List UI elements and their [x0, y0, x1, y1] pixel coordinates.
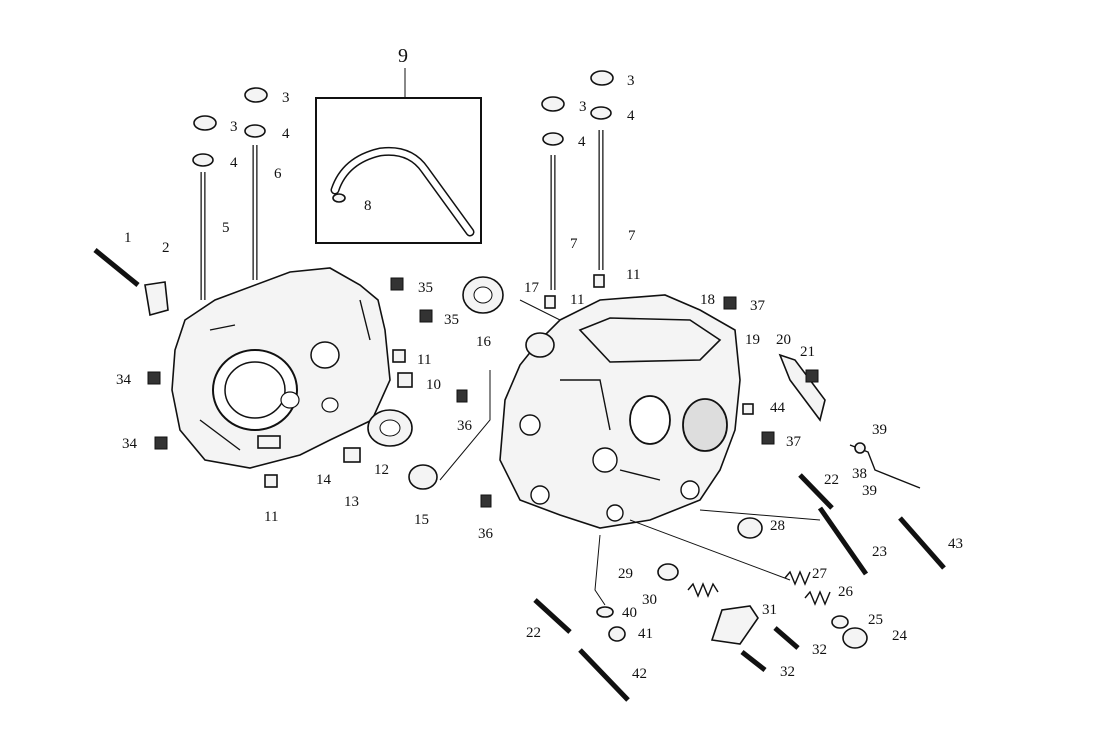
label-6: 6: [274, 166, 282, 182]
breather-tube-inset: [315, 68, 482, 244]
label-22b: 22: [526, 625, 541, 641]
label-29: 29: [618, 566, 633, 582]
label-13: 13: [344, 494, 359, 510]
label-39a: 39: [872, 422, 887, 438]
label-4c: 4: [578, 134, 586, 150]
label-11d: 11: [264, 509, 278, 525]
right-crankcase: [499, 294, 741, 529]
label-38: 38: [852, 466, 867, 482]
label-4b: 4: [230, 155, 238, 171]
label-4a: 4: [282, 126, 290, 142]
label-14: 14: [316, 472, 332, 488]
callout-labels: 9 1 2 3 3 4 4 6 5 8 3 3 4 4 7 7 11 11 17…: [116, 45, 963, 682]
label-2: 2: [162, 240, 170, 256]
label-42: 42: [632, 666, 647, 682]
label-35a: 35: [418, 280, 433, 296]
label-24: 24: [892, 628, 908, 644]
bearing-15: [408, 464, 438, 490]
label-17: 17: [524, 280, 540, 296]
nut-3d: [590, 70, 614, 86]
washer-4c: [542, 132, 564, 146]
label-43: 43: [948, 536, 963, 552]
label-37b: 37: [786, 434, 802, 450]
label-21: 21: [800, 344, 815, 360]
nut-3b: [244, 87, 268, 103]
label-11c: 11: [417, 352, 431, 368]
washer-4a: [192, 153, 214, 167]
label-30: 30: [642, 592, 657, 608]
label-7a: 7: [570, 236, 578, 252]
label-20: 20: [776, 332, 791, 348]
label-3a: 3: [282, 90, 290, 106]
label-36b: 36: [478, 526, 494, 542]
label-19: 19: [745, 332, 760, 348]
o-ring-8: [332, 193, 346, 203]
label-18: 18: [700, 292, 715, 308]
label-11a: 11: [626, 267, 640, 283]
label-23: 23: [872, 544, 887, 560]
label-32b: 32: [780, 664, 795, 680]
label-3c: 3: [579, 99, 587, 115]
label-11b: 11: [570, 292, 584, 308]
label-10: 10: [426, 377, 441, 393]
hardware: [93, 70, 946, 702]
label-27: 27: [812, 566, 828, 582]
label-31: 31: [762, 602, 777, 618]
label-3b: 3: [230, 119, 238, 135]
label-36a: 36: [457, 418, 473, 434]
label-28: 28: [770, 518, 785, 534]
label-41: 41: [638, 626, 653, 642]
left-crankcase: [171, 267, 391, 469]
label-9: 9: [398, 45, 408, 67]
label-1: 1: [124, 230, 132, 246]
label-34b: 34: [122, 436, 138, 452]
seal-17: [525, 332, 555, 358]
label-22a: 22: [824, 472, 839, 488]
label-15: 15: [414, 512, 429, 528]
label-39b: 39: [862, 483, 877, 499]
label-8: 8: [364, 198, 372, 214]
washer-4d: [590, 106, 612, 120]
label-32a: 32: [812, 642, 827, 658]
nut-3a: [193, 115, 217, 131]
label-3d: 3: [627, 73, 635, 89]
label-37a: 37: [750, 298, 766, 314]
label-34a: 34: [116, 372, 132, 388]
label-25: 25: [868, 612, 883, 628]
label-16: 16: [476, 334, 492, 350]
label-4d: 4: [627, 108, 635, 124]
label-40: 40: [622, 605, 637, 621]
label-35b: 35: [444, 312, 459, 328]
label-7b: 7: [628, 228, 636, 244]
label-12: 12: [374, 462, 389, 478]
washer-4b: [244, 124, 266, 138]
label-44: 44: [770, 400, 786, 416]
nut-3c: [541, 96, 565, 112]
label-26: 26: [838, 584, 854, 600]
label-5: 5: [222, 220, 230, 236]
